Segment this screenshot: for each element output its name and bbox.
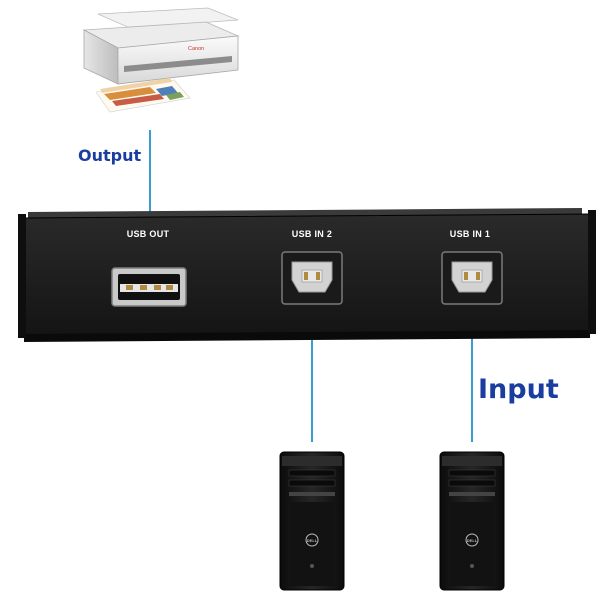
computer-2-brand: DELL <box>307 538 318 543</box>
printed-paper <box>95 78 191 113</box>
usb-in-1-port-label: USB IN 1 <box>449 229 491 239</box>
usb-in-1-port <box>441 251 503 305</box>
usb-in-2-port-label: USB IN 2 <box>291 229 333 239</box>
usb-switch-box <box>18 208 596 342</box>
computer-1-brand: DELL <box>467 538 478 543</box>
dell-logo-icon <box>465 533 479 547</box>
usb-out-port <box>111 267 187 307</box>
computer-tower-2: DELL <box>279 451 345 591</box>
computer-tower-1: DELL <box>439 451 505 591</box>
input-label: Input <box>478 374 559 405</box>
dell-logo-icon <box>305 533 319 547</box>
usb-in-2-port <box>281 251 343 305</box>
output-label: Output <box>78 146 142 165</box>
printer-brand-logo: Canon <box>188 46 204 52</box>
printer: Canon <box>82 7 240 113</box>
usb-out-port-label: USB OUT <box>126 229 170 239</box>
